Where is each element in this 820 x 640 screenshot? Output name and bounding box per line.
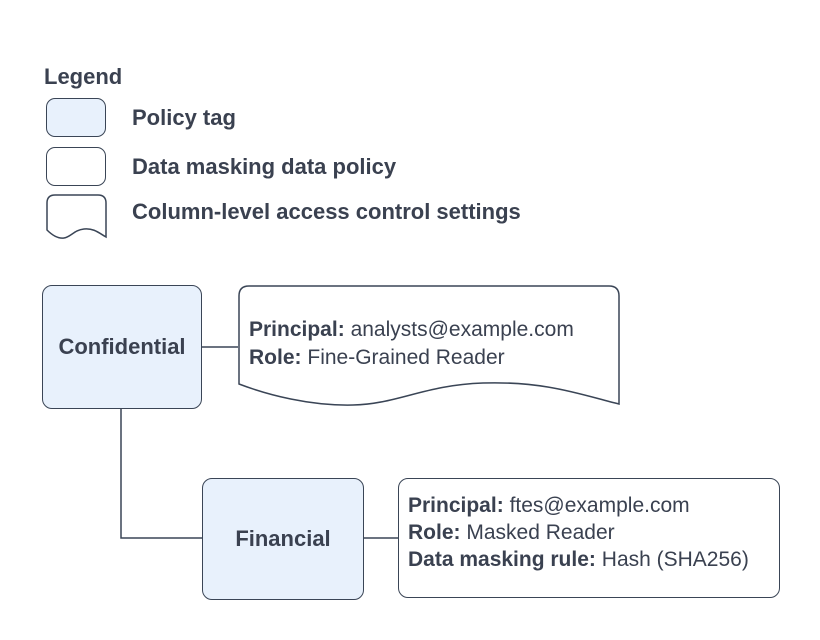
policy-line: Principal:analysts@example.com <box>249 316 574 344</box>
policy-line: Principal:ftes@example.com <box>408 492 749 519</box>
policy-tag-swatch <box>46 98 106 137</box>
policy-line: Role:Masked Reader <box>408 519 749 546</box>
access-control-doc-text: Principal:analysts@example.com Role:Fine… <box>249 316 574 371</box>
field-label: Role: <box>249 345 302 369</box>
data-masking-policy-rect <box>398 478 780 598</box>
node-financial: Financial <box>202 478 364 600</box>
node-financial-label: Financial <box>235 526 331 551</box>
access-control-doc <box>238 285 620 406</box>
connector-confidential-to-financial <box>120 407 202 539</box>
legend-label-data-policy: Data masking data policy <box>132 154 397 179</box>
legend-label-access-control: Column-level access control settings <box>132 199 521 224</box>
data-masking-policy-text: Principal:ftes@example.com Role:Masked R… <box>408 492 749 573</box>
legend-title: Legend <box>44 64 123 89</box>
node-confidential: Confidential <box>42 285 202 409</box>
field-label: Principal: <box>249 318 345 341</box>
node-confidential-label: Confidential <box>58 334 186 359</box>
field-value: Hash (SHA256) <box>601 548 749 571</box>
field-value: ftes@example.com <box>509 494 690 517</box>
policy-line: Data masking rule:Hash (SHA256) <box>408 546 749 573</box>
access-control-swatch <box>46 194 107 239</box>
field-label: Principal: <box>408 494 504 517</box>
field-label: Data masking rule: <box>408 548 596 571</box>
legend-label-policy-tag: Policy tag <box>132 105 236 130</box>
field-value: Fine-Grained Reader <box>307 345 505 369</box>
data-policy-swatch <box>46 147 106 186</box>
field-label: Role: <box>408 521 461 544</box>
field-value: analysts@example.com <box>350 318 574 341</box>
policy-line: Role:Fine-Grained Reader <box>249 344 574 372</box>
field-value: Masked Reader <box>466 521 615 544</box>
